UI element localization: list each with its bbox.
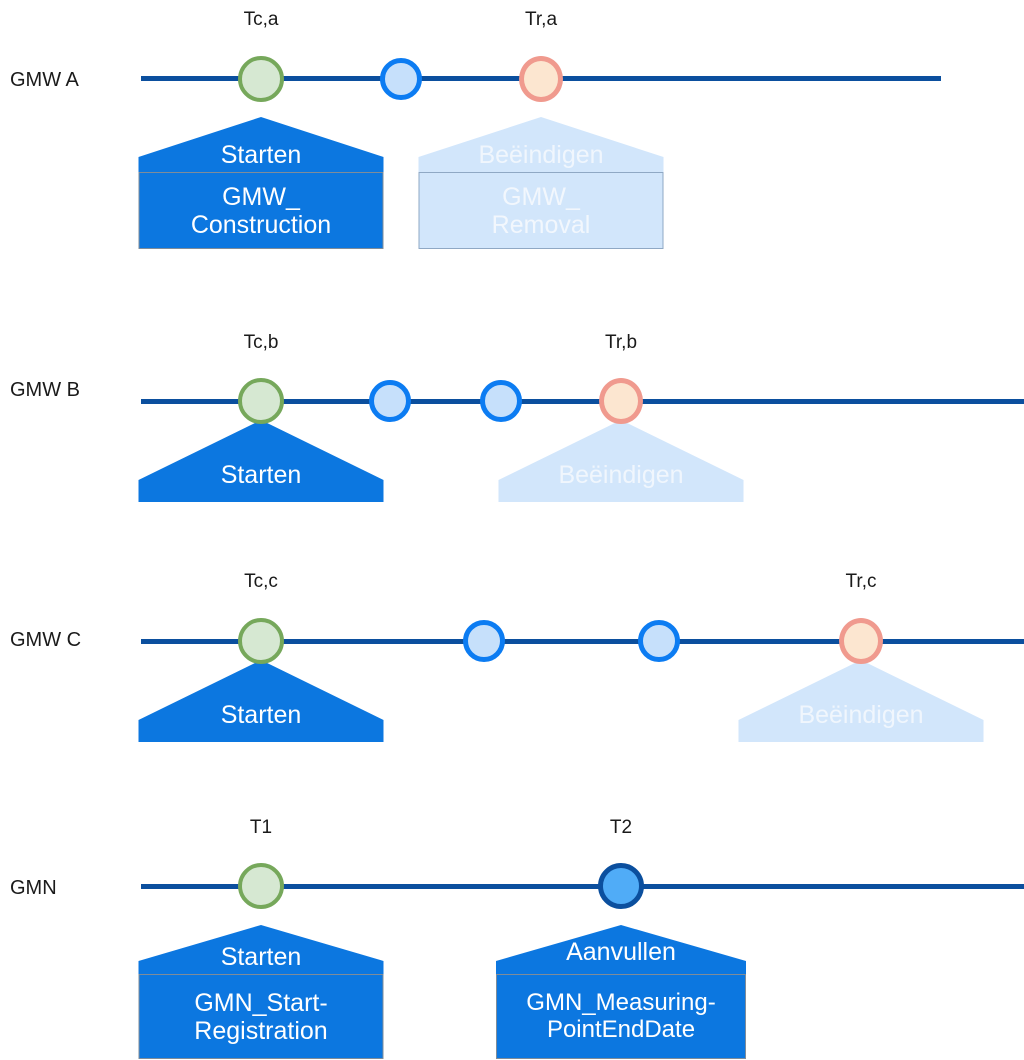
row-label-gmw-a: GMW A: [10, 69, 79, 91]
node-start-gmw-a[interactable]: [238, 56, 284, 102]
banner-box-gmw-construction: GMW_ Construction: [138, 172, 384, 249]
banner-pentagon-label: Starten: [220, 700, 302, 729]
banner-pentagon-label: Starten: [220, 140, 302, 169]
tick-label-t1: T1: [249, 817, 273, 838]
node-supplement-gmn[interactable]: [598, 863, 644, 909]
banner-beeindigen-gmw-b[interactable]: Beëindigen: [498, 420, 744, 502]
banner-starten-gmw-c[interactable]: Starten: [138, 660, 384, 742]
row-label-gmn: GMN: [10, 877, 57, 899]
timeline-axis-gmw-c: [141, 639, 1024, 644]
banner-pentagon-label: Beëindigen: [558, 460, 684, 489]
node-intermediate-2-gmw-c[interactable]: [638, 620, 680, 662]
node-end-gmw-b[interactable]: [599, 378, 643, 424]
tick-label-tr-b: Tr,b: [604, 332, 638, 353]
row-label-gmw-b: GMW B: [10, 379, 80, 401]
banner-aanvullen-gmn[interactable]: Aanvullen ... GMN_Measuring- PointEndDat…: [496, 925, 746, 1059]
banner-beeindigen-gmw-a[interactable]: Beëindigen GMW_ Removal: [418, 117, 664, 249]
pentagon-shape-icon: [138, 117, 384, 172]
banner-pentagon-label: Aanvullen ...: [496, 938, 746, 979]
banner-box-line-1: GMN_Start-: [194, 988, 328, 1017]
node-start-gmw-c[interactable]: [238, 618, 284, 664]
node-intermediate-1-gmw-c[interactable]: [463, 620, 505, 662]
banner-beeindigen-gmw-c[interactable]: Beëindigen: [738, 660, 984, 742]
banner-box-gmn-start-registration: GMN_Start- Registration: [138, 974, 384, 1059]
pentagon-shape-icon: [138, 925, 384, 974]
pentagon-shape-icon: [496, 925, 746, 974]
banner-box-line-2: PointEndDate: [546, 1015, 696, 1043]
node-intermediate-1-gmw-b[interactable]: [369, 380, 411, 422]
tick-label-tr-a: Tr,a: [524, 9, 558, 30]
node-end-gmw-a[interactable]: [519, 56, 563, 102]
banner-box-gmw-removal: GMW_ Removal: [418, 172, 664, 249]
banner-pentagon-label: Beëindigen: [798, 700, 924, 729]
tick-label-t2: T2: [609, 817, 633, 838]
tick-label-tc-a: Tc,a: [243, 9, 279, 30]
timeline-axis-gmw-b: [141, 399, 1024, 404]
banner-pentagon-label: Beëindigen: [478, 140, 604, 169]
node-start-gmn[interactable]: [238, 863, 284, 909]
banner-box-gmn-measuringpoint-enddate: GMN_Measuring- PointEndDate: [496, 974, 746, 1059]
banner-box-line-1: GMW_: [222, 182, 300, 211]
node-start-gmw-b[interactable]: [238, 378, 284, 424]
banner-pentagon-label-text: Aanvullen: [566, 938, 676, 967]
tick-label-tc-b: Tc,b: [243, 332, 279, 353]
banner-pentagon-label: Starten: [220, 460, 302, 489]
pentagon-shape-icon: [138, 420, 384, 502]
timeline-axis-gmn: [141, 884, 1024, 889]
banner-starten-gmn[interactable]: Starten GMN_Start- Registration: [138, 925, 384, 1059]
banner-box-line-2: Removal: [491, 210, 591, 239]
banner-box-line-1: GMW_: [502, 182, 580, 211]
pentagon-shape-icon: [738, 660, 984, 742]
tick-label-tc-c: Tc,c: [244, 571, 278, 592]
pentagon-shape-icon: [138, 660, 384, 742]
node-intermediate-gmw-a[interactable]: [380, 58, 422, 100]
banner-box-line-1: GMN_Measuring-: [526, 988, 716, 1016]
node-intermediate-2-gmw-b[interactable]: [480, 380, 522, 422]
banner-starten-gmw-b[interactable]: Starten: [138, 420, 384, 502]
pentagon-shape-icon: [498, 420, 744, 502]
tick-label-tr-c: Tr,c: [845, 571, 877, 592]
row-label-gmw-c: GMW C: [10, 629, 82, 651]
banner-starten-gmw-a[interactable]: Starten GMW_ Construction: [138, 117, 384, 249]
banner-pentagon-label: Starten: [220, 942, 302, 971]
banner-box-line-2: Registration: [194, 1016, 328, 1045]
pentagon-shape-icon: [418, 117, 664, 172]
banner-box-line-2: Construction: [190, 210, 332, 239]
node-end-gmw-c[interactable]: [839, 618, 883, 664]
